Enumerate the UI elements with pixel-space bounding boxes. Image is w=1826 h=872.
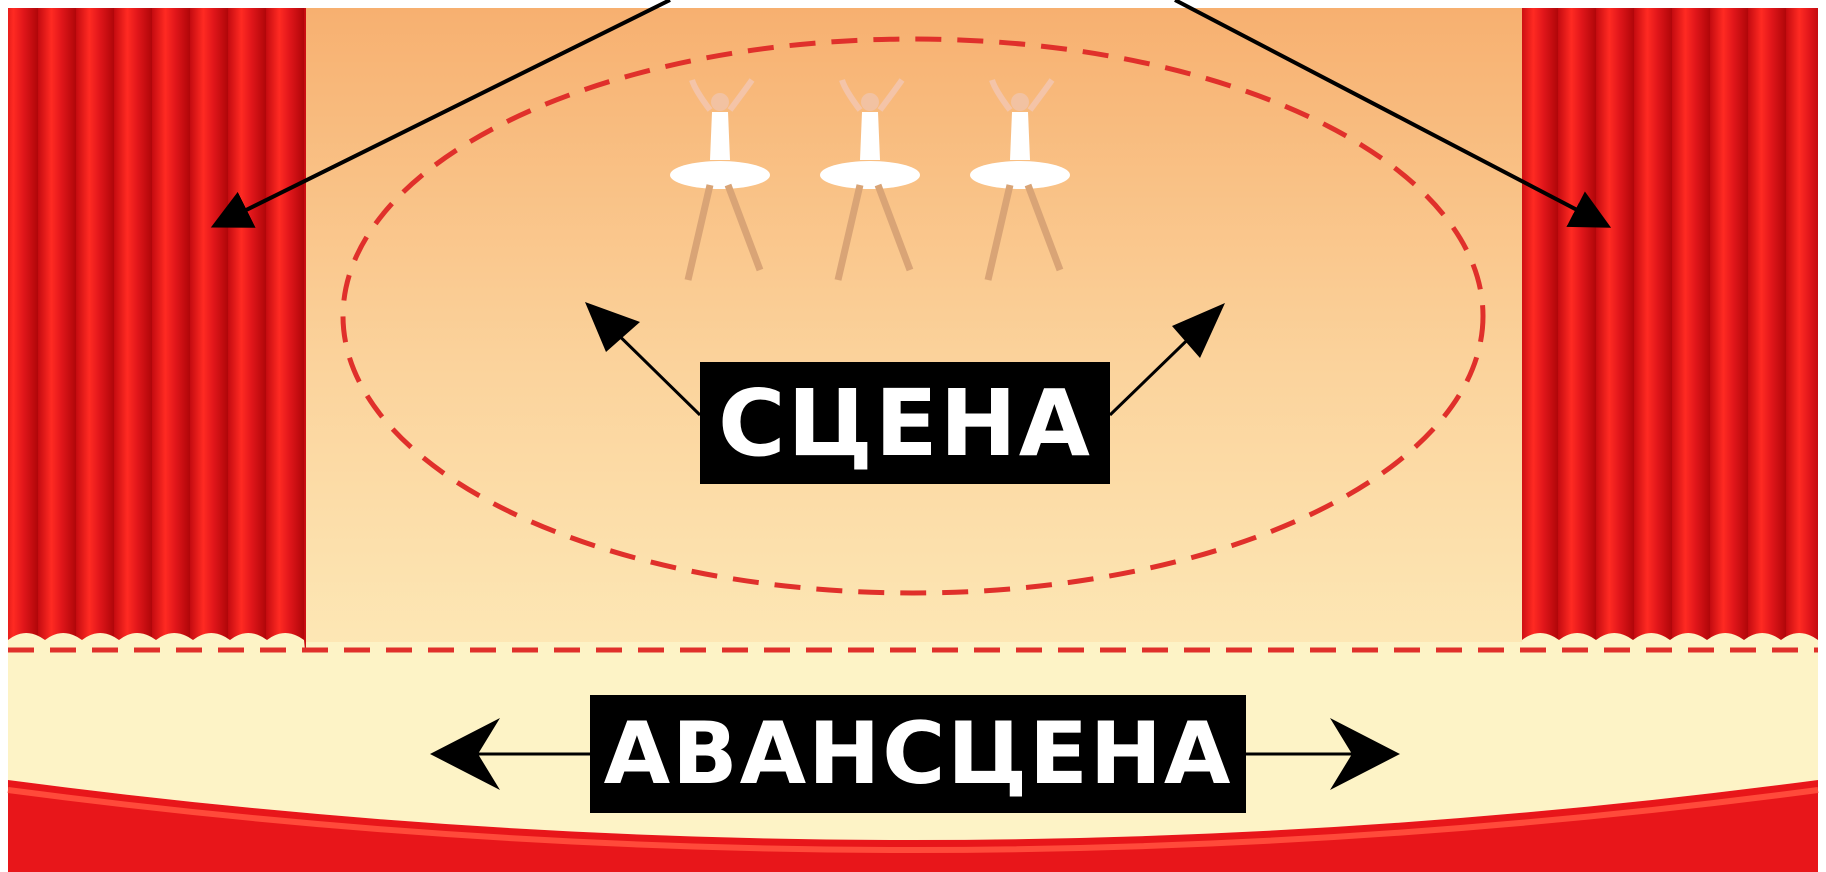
right-curtain [1522, 8, 1818, 660]
left-curtain [8, 8, 306, 660]
stage-label: СЦЕНА [700, 362, 1110, 484]
proscenium-label: АВАНСЦЕНА [590, 695, 1246, 813]
